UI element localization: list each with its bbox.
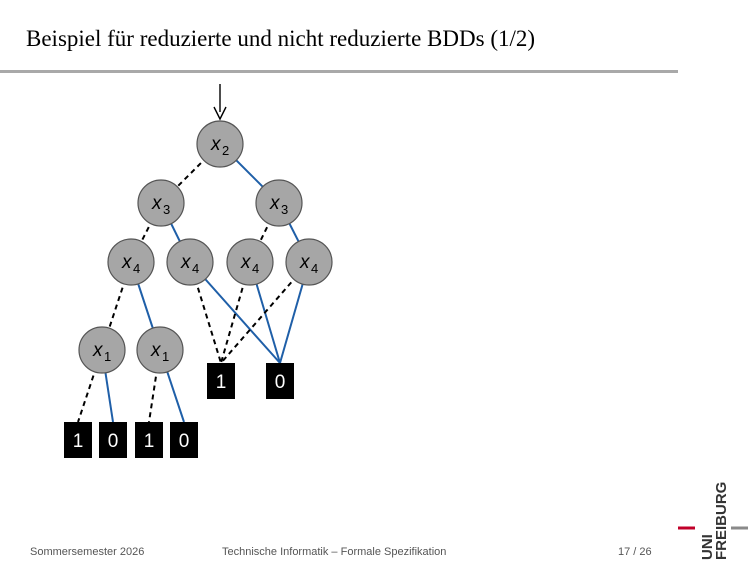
bdd-node-label: x [210,134,222,155]
bdd-node-subscript: 1 [104,349,111,364]
bdd-node-subscript: 2 [222,143,229,158]
bdd-node-subscript: 3 [163,202,170,217]
bdd-node-n4c [226,238,274,286]
university-logo: UNI FREIBURG [678,482,748,560]
bdd-terminal-t4 [170,422,198,458]
bdd-node-n4a [107,238,155,286]
slide-title: Beispiel für reduzierte und nicht reduzi… [26,26,536,51]
bdd-node-label: x [240,252,252,273]
bdd-node-n3b [255,179,303,227]
bdd-node-label: x [269,193,281,214]
bdd-terminal-label: 0 [275,372,286,393]
bdd-node-n3a [137,179,185,227]
logo-text-freiburg: FREIBURG [713,482,730,560]
bdd-node-label: x [299,252,311,273]
footer-course: Technische Informatik – Formale Spezifik… [222,546,447,558]
logo-text-uni: UNI [699,534,716,560]
bdd-node-subscript: 1 [162,349,169,364]
bdd-terminal-t2 [99,422,127,458]
bdd-node-label: x [121,252,133,273]
bdd-node-subscript: 4 [311,261,318,276]
bdd-node-n1a [78,326,126,374]
root-arrow-head [213,106,227,121]
bdd-node-n4d [285,238,333,286]
bdd-node-subscript: 4 [252,261,259,276]
bdd-node-label: x [150,340,162,361]
footer-page-number: 17 / 26 [618,546,652,558]
bdd-node-n2 [196,120,244,168]
bdd-terminal-t5 [207,363,235,399]
bdd-terminal-label: 1 [216,372,227,393]
bdd-node-subscript: 4 [133,261,140,276]
footer-semester: Sommersemester 2026 [30,546,145,558]
bdd-terminal-label: 1 [73,431,84,452]
bdd-terminal-label: 1 [144,431,155,452]
bdd-node-label: x [151,193,163,214]
bdd-node-n1b [136,326,184,374]
bdd-edge-low [101,261,132,351]
bdd-node-subscript: 4 [192,261,199,276]
bdd-node-label: x [180,252,192,273]
bdd-terminal-t3 [135,422,163,458]
bdd-node-subscript: 3 [281,202,288,217]
bdd-node-label: x [92,340,104,361]
bdd-node-n4b [166,238,214,286]
bdd-terminal-t1 [64,422,92,458]
bdd-terminal-t6 [266,363,294,399]
title-divider [0,70,678,73]
bdd-terminal-label: 0 [108,431,119,452]
bdd-terminal-label: 0 [179,431,190,452]
